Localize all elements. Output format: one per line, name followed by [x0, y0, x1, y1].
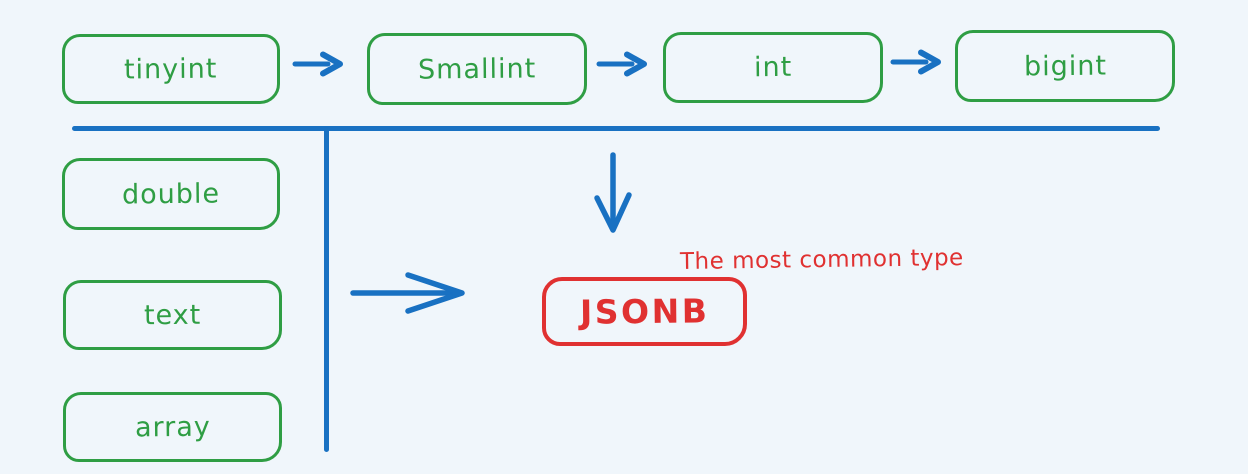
jsonb-annotation: The most common type: [679, 245, 964, 275]
node-double: double: [62, 158, 280, 230]
node-int-label: int: [753, 51, 793, 84]
node-tinyint-label: tinyint: [124, 53, 218, 85]
node-bigint-label: bigint: [1023, 50, 1107, 82]
node-smallint: Smallint: [367, 33, 587, 105]
node-int: int: [663, 32, 883, 103]
vertical-divider-line: [324, 127, 329, 452]
node-jsonb-label: JSONB: [579, 291, 710, 332]
arrow-right-icon: [890, 49, 941, 75]
node-double-label: double: [121, 177, 221, 211]
node-text: text: [63, 280, 282, 350]
node-tinyint: tinyint: [62, 34, 280, 104]
node-jsonb: JSONB: [542, 277, 747, 346]
arrow-right-icon: [292, 51, 343, 77]
node-smallint-label: Smallint: [417, 52, 537, 86]
node-bigint: bigint: [955, 30, 1175, 102]
arrow-down-icon: [594, 152, 632, 233]
horizontal-divider-line: [72, 126, 1160, 131]
node-array: array: [63, 392, 282, 462]
arrow-right-icon: [350, 272, 465, 314]
node-text-label: text: [143, 299, 202, 331]
node-array-label: array: [134, 411, 211, 443]
arrow-right-icon: [596, 51, 647, 77]
